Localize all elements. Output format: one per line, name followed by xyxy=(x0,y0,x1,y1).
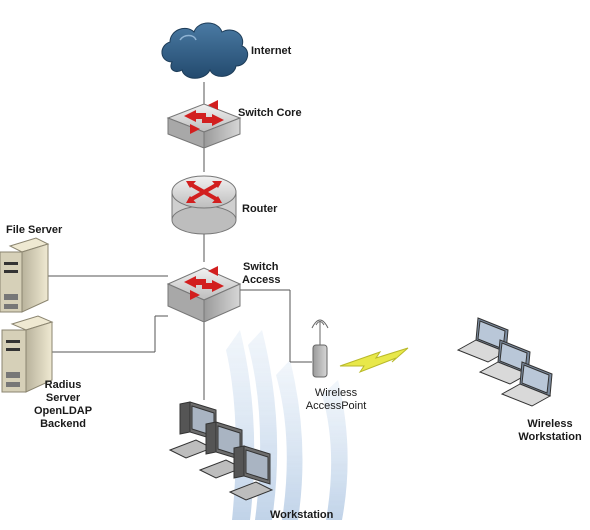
radius-label-line4: Backend xyxy=(40,418,86,430)
wireless-workstation-label-line2: Workstation xyxy=(518,431,582,443)
access-point-label-line2: AccessPoint xyxy=(305,400,367,412)
wireless-workstation-icon xyxy=(456,317,553,407)
internet-cloud-icon xyxy=(161,22,249,79)
radius-label-line2: Server xyxy=(45,392,81,404)
switch-core-icon xyxy=(166,100,242,149)
radius-label-line3: OpenLDAP xyxy=(34,405,93,417)
switch-access-label-line2: Access xyxy=(242,274,281,286)
access-point-label-line1: Wireless xyxy=(314,387,358,399)
switch-core-label: Switch Core xyxy=(238,107,302,119)
wireless-workstation-label-line1: Wireless xyxy=(527,418,573,430)
switch-access-label-line1: Switch xyxy=(243,261,279,273)
wireless-access-point-icon xyxy=(311,319,329,378)
router-icon xyxy=(171,175,237,235)
switch-access-icon xyxy=(166,266,242,323)
internet-label: Internet xyxy=(251,45,292,57)
radius-label-line1: Radius xyxy=(44,379,82,391)
connection-lines xyxy=(48,82,312,400)
file-server-label: File Server xyxy=(6,224,63,236)
router-label: Router xyxy=(242,203,278,215)
workstation-label: Workstation xyxy=(270,509,334,521)
workstation-icon xyxy=(168,401,274,501)
wireless-signal-icon xyxy=(339,347,409,374)
file-server-icon xyxy=(0,237,50,313)
radius-server-icon xyxy=(1,315,54,393)
